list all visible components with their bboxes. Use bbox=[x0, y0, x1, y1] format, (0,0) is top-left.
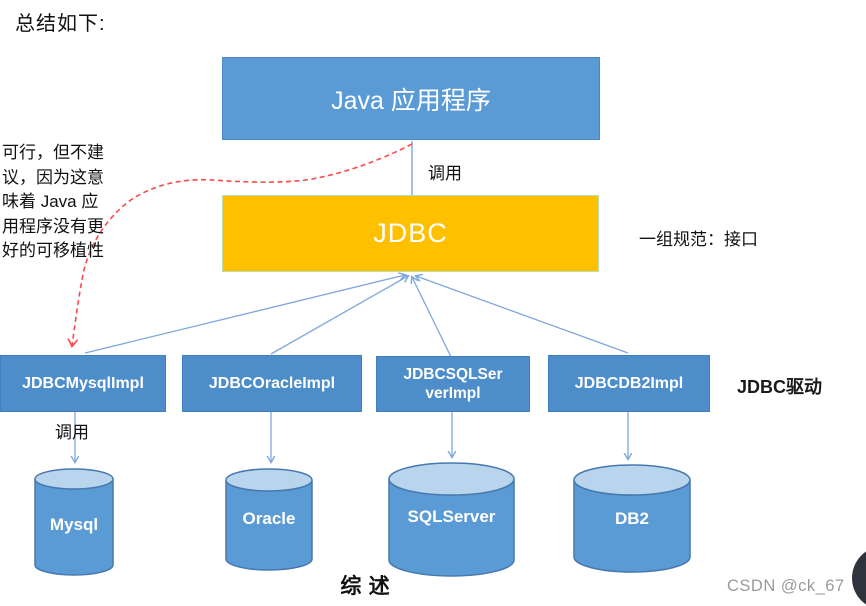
db-oracle-label: Oracle bbox=[242, 509, 296, 528]
db-mysql-label: Mysql bbox=[49, 515, 99, 534]
node-jdbc-oracle-impl-label: JDBCOracleImpl bbox=[208, 374, 336, 392]
node-java-application-label: Java 应用程序 bbox=[331, 86, 491, 115]
red-dashed-arrow bbox=[72, 143, 413, 346]
page-title: 总结如下: bbox=[15, 13, 106, 35]
cylinder-oracle bbox=[225, 468, 313, 571]
driver-row-label: JDBC驱动 bbox=[737, 377, 823, 397]
db-db2-label: DB2 bbox=[614, 509, 649, 528]
node-jdbc-db2-impl: JDBCDB2Impl bbox=[548, 355, 710, 412]
cylinder-mysql bbox=[34, 468, 114, 576]
spec-note: 一组规范：接口 bbox=[639, 230, 758, 249]
edge-label-call-bottom: 调用 bbox=[55, 423, 89, 442]
edge-label-call-top: 调用 bbox=[428, 164, 462, 183]
csdn-watermark: CSDN @ck_67 bbox=[727, 577, 845, 595]
node-jdbc-sqlserver-impl: JDBCSQLSer verImpl bbox=[376, 356, 530, 412]
node-jdbc-oracle-impl: JDBCOracleImpl bbox=[182, 355, 362, 412]
not-recommended-note: 可行，但不建 议，因为这意 味着 Java 应 用程序没有更 好的可移植性 bbox=[2, 143, 104, 260]
edge-mysqlimpl-to-jdbc bbox=[84, 275, 405, 354]
cylinder-db2 bbox=[573, 464, 691, 573]
edge-oracleimpl-to-jdbc bbox=[270, 276, 408, 355]
cylinder-sqlserver bbox=[388, 462, 515, 577]
node-jdbc-mysql-impl-label: JDBCMysqlImpl bbox=[22, 374, 144, 392]
edge-db2impl-to-jdbc bbox=[416, 276, 629, 354]
node-jdbc-label: JDBC bbox=[373, 218, 448, 248]
node-jdbc: JDBC bbox=[222, 195, 599, 272]
floating-action-button[interactable] bbox=[852, 546, 866, 606]
node-jdbc-sqlserver-impl-line2: verImpl bbox=[425, 385, 481, 402]
db-sqlserver-label: SQLServer bbox=[407, 507, 496, 526]
node-jdbc-sqlserver-impl-line1: JDBCSQLSer bbox=[403, 365, 503, 383]
node-jdbc-mysql-impl: JDBCMysqlImpl bbox=[0, 355, 166, 412]
summary-caption: 综 述 bbox=[340, 573, 390, 598]
node-jdbc-db2-impl-label: JDBCDB2Impl bbox=[574, 374, 684, 392]
edge-sqlserverimpl-to-jdbc bbox=[412, 277, 453, 360]
node-java-application: Java 应用程序 bbox=[222, 57, 600, 140]
